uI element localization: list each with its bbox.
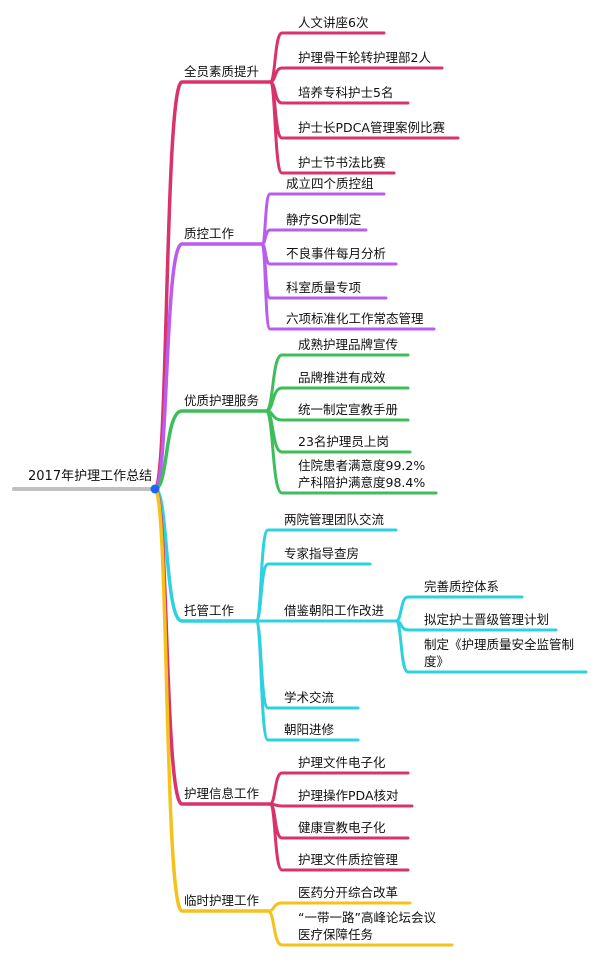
- child-label: 静疗SOP制定: [286, 212, 362, 227]
- child-label: 朝阳进修: [284, 722, 335, 737]
- child-link: [266, 909, 454, 947]
- child-link: [268, 80, 396, 175]
- subchild-label: 制定《护理质量安全监管制度》: [424, 637, 575, 669]
- branch-link: [153, 242, 264, 491]
- mindmap-root-label: 2017年护理工作总结: [28, 469, 153, 484]
- child-label: 健康宣教电子化: [298, 820, 386, 835]
- child-label: 护理操作PDA核对: [298, 788, 399, 803]
- child-link: [268, 66, 444, 84]
- child-label: 不良事件每月分析: [286, 246, 387, 261]
- child-link: [254, 562, 372, 623]
- branch-label: 质控工作: [184, 226, 235, 241]
- child-link: [260, 242, 436, 331]
- child-label: 培养专科护士5名: [298, 85, 394, 100]
- child-link: [254, 619, 360, 742]
- branch-link: [153, 487, 272, 806]
- subchild-label: 完善质控体系: [424, 579, 500, 594]
- child-label: 住院患者满意度99.2%产科陪护满意度98.4%: [298, 458, 426, 490]
- child-link: [260, 228, 368, 246]
- branch-label: 护理信息工作: [184, 786, 260, 801]
- root-node-dot: [150, 484, 160, 494]
- branch-label: 托管工作: [184, 603, 235, 618]
- branch-link: [153, 409, 268, 491]
- child-label: 护理文件电子化: [298, 755, 386, 770]
- child-label: 科室质量专项: [286, 280, 362, 295]
- branch-link: [153, 487, 270, 913]
- child-link: [268, 802, 410, 872]
- child-label: 护理骨干轮转护理部2人: [298, 50, 431, 65]
- child-link: [264, 409, 438, 495]
- child-label: 护士长PDCA管理案例比赛: [298, 120, 445, 135]
- branch-label: 临时护理工作: [184, 893, 260, 908]
- child-label: 六项标准化工作常态管理: [286, 311, 424, 326]
- child-label: 借鉴朝阳工作改进: [284, 603, 385, 618]
- mindmap-links: [153, 31, 588, 947]
- child-label: 专家指导查房: [284, 546, 360, 561]
- branch-label: 优质护理服务: [184, 393, 260, 408]
- child-label: 23名护理员上岗: [298, 434, 389, 449]
- child-label: 人文讲座6次: [298, 15, 369, 30]
- child-label: 医药分开综合改革: [298, 885, 399, 900]
- child-label: 护理文件质控管理: [298, 852, 399, 867]
- child-label: 护士节书法比赛: [298, 155, 386, 170]
- child-label: 学术交流: [284, 690, 335, 705]
- subchild-link: [394, 619, 588, 674]
- child-label: 品牌推进有成效: [298, 370, 386, 385]
- branch-label: 全员素质提升: [184, 64, 260, 79]
- child-label: 统一制定宣教手册: [298, 402, 399, 417]
- child-label: 两院管理团队交流: [284, 512, 385, 527]
- child-label: 成立四个质控组: [286, 176, 374, 191]
- child-link: [268, 802, 414, 808]
- subchild-label: 拟定护士晋级管理计划: [424, 612, 550, 627]
- child-label: “一带一路”高峰论坛会议医疗保障任务: [298, 910, 436, 942]
- child-label: 成熟护理品牌宣传: [298, 337, 399, 352]
